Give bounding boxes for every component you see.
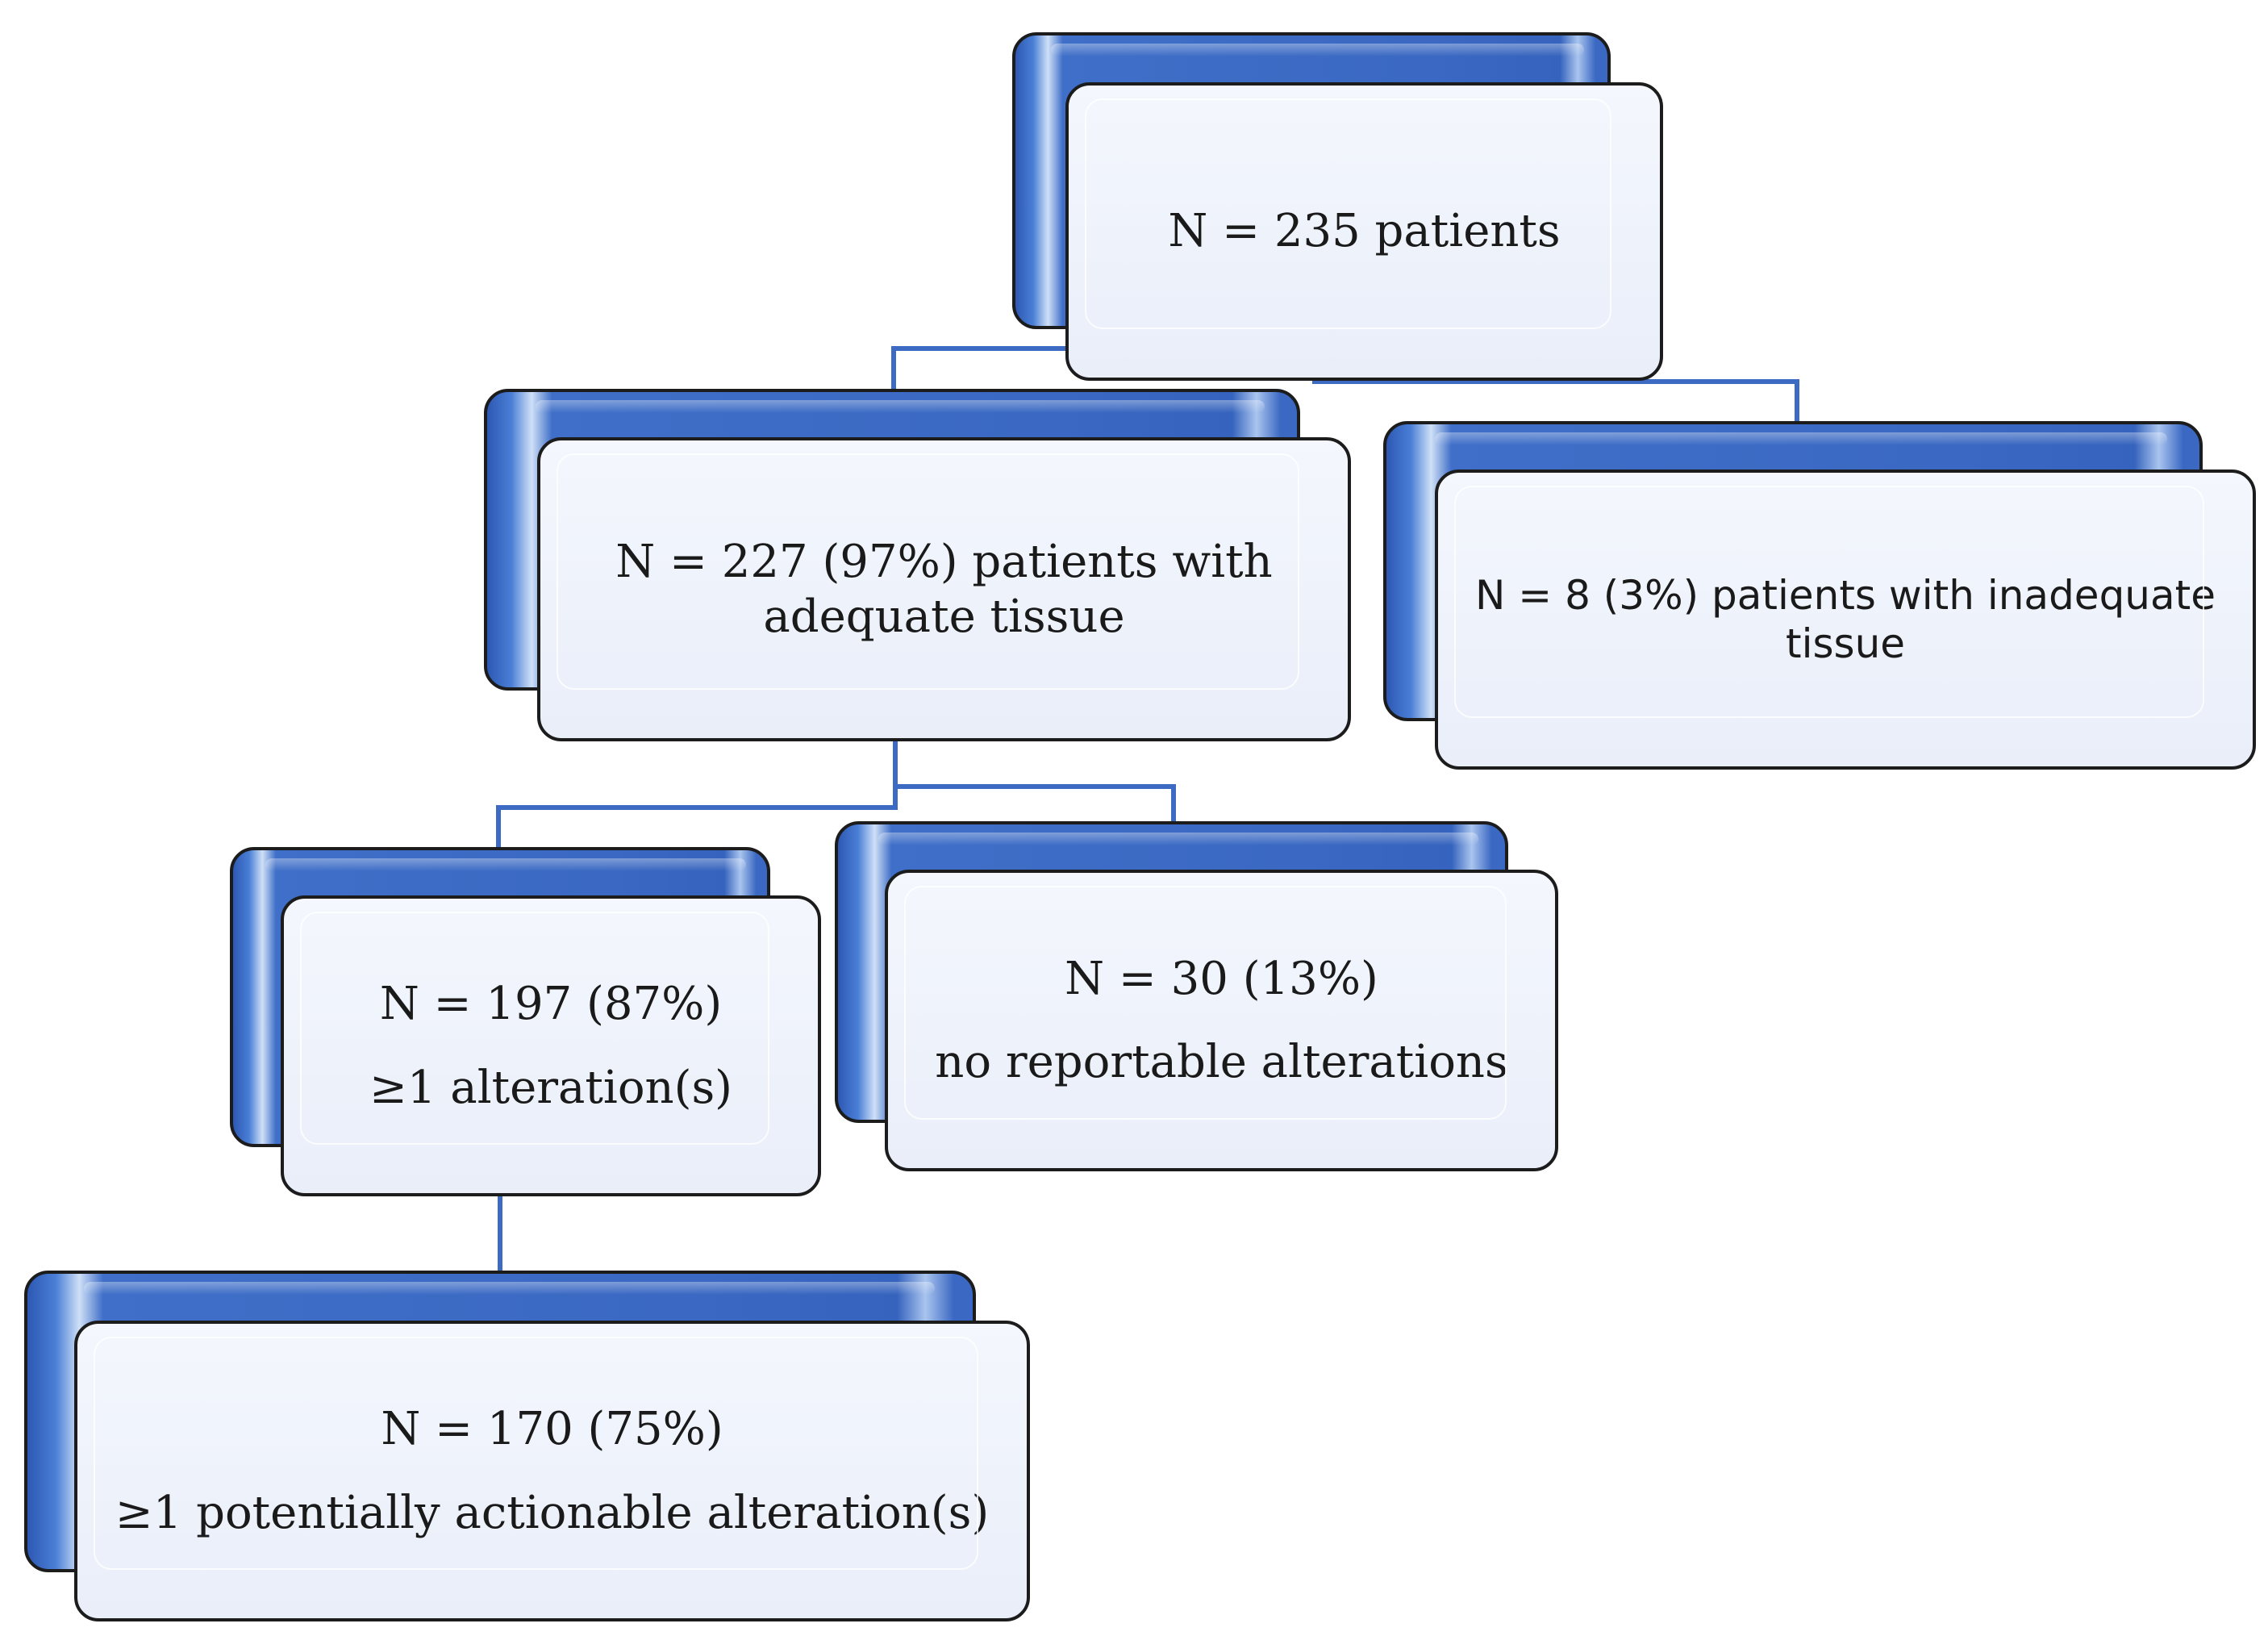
node-inadequate-tissue: N = 8 (3%) patients with inadequate tiss… — [1383, 421, 2256, 770]
node-actionable-line1: N = 170 (75%) — [381, 1403, 723, 1456]
node-no-alterations: N = 30 (13%) no reportable alterations — [835, 821, 2268, 1171]
node-actionable: N = 170 (75%) ≥1 potentially actionable … — [24, 1271, 1030, 1621]
node-inadequate-tissue-line2: tissue — [1785, 620, 1906, 667]
node-inadequate-tissue-line1: N = 8 (3%) patients with inadequate — [1474, 572, 2216, 619]
node-adequate-tissue-line1: N = 227 (97%) patients with — [615, 536, 1273, 589]
node-no-alterations-line1: N = 30 (13%) — [1065, 952, 1378, 1005]
node-inadequate-tissue-front: N = 8 (3%) patients with inadequate tiss… — [1435, 470, 2256, 770]
node-no-alterations-front: N = 30 (13%) no reportable alterations — [885, 870, 1558, 1171]
node-alterations-line1: N = 197 (87%) — [379, 978, 723, 1031]
node-adequate-tissue-front: N = 227 (97%) patients with adequate tis… — [537, 437, 1351, 741]
node-alterations-line2: ≥1 alteration(s) — [369, 1061, 733, 1114]
node-adequate-tissue-line2: adequate tissue — [763, 590, 1125, 643]
node-alterations: N = 197 (87%) ≥1 alteration(s) — [230, 847, 821, 1196]
connector-adequate-to-no-alterations — [895, 784, 1176, 831]
node-total-patients: N = 235 patients — [1012, 32, 1663, 381]
connector-adequate-to-altered — [496, 694, 898, 853]
node-alterations-front: N = 197 (87%) ≥1 alteration(s) — [281, 895, 821, 1196]
node-actionable-front: N = 170 (75%) ≥1 potentially actionable … — [74, 1321, 1030, 1621]
node-adequate-tissue: N = 227 (97%) patients with adequate tis… — [484, 389, 1351, 741]
node-no-alterations-line2: no reportable alterations — [935, 1036, 1508, 1088]
node-actionable-line2: ≥1 potentially actionable alteration(s) — [115, 1486, 990, 1539]
node-total-patients-front: N = 235 patients — [1065, 82, 1663, 381]
node-total-patients-text: N = 235 patients — [1168, 205, 1561, 258]
